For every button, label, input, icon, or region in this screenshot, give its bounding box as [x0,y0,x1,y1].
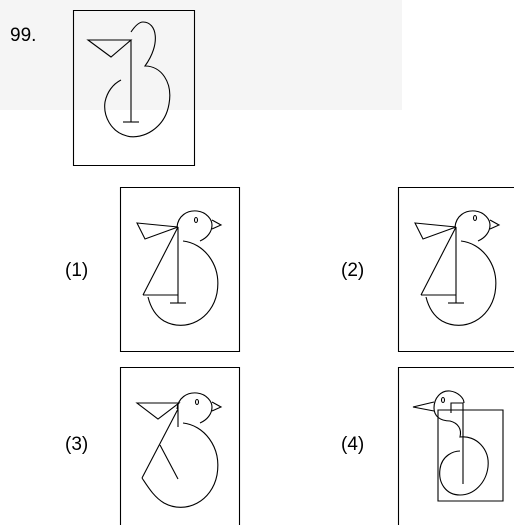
inner-diagonal-line [160,445,178,479]
question-header-band [0,0,402,110]
bird-body-outline [426,241,496,325]
option-3-label: (3) [65,435,88,454]
bird-body-outline [148,241,218,325]
option-3-frame [121,368,240,525]
bird-body-outline [105,22,170,137]
question-figure-frame [74,11,195,166]
bird-head-outline [177,393,212,423]
bird-eye-icon [474,216,477,221]
option-4-label: (4) [341,435,364,454]
question-number: 99. [10,26,36,45]
question-figure [73,10,195,166]
bird-body-outline [434,408,488,495]
bird-head-outline [455,211,490,241]
bird-head-outline [434,391,464,408]
diagonal-line [143,227,178,295]
option-1-frame [121,188,240,352]
bird-beak-shape [212,220,221,229]
bird-eye-icon [196,400,199,405]
flag-hook-shape [451,403,463,484]
diagonal-line [421,227,456,295]
option-2-figure[interactable] [398,187,514,352]
option-1-figure[interactable] [120,187,240,352]
bird-body-outline [142,423,218,507]
bird-beak-shape [490,220,499,229]
pennant-shape [137,223,178,239]
option-2-label: (2) [341,261,364,280]
bird-beak-shape [212,402,221,411]
pennant-shape [137,403,179,419]
bird-head-outline [177,211,212,241]
bird-eye-icon [195,218,198,223]
pennant-shape [415,223,456,239]
option-4-figure[interactable] [398,367,514,525]
bird-eye-icon [442,398,445,403]
option-1-label: (1) [65,261,88,280]
option-3-figure[interactable] [120,367,240,525]
bird-beak-shape [413,402,434,411]
pennant-shape [88,40,131,57]
